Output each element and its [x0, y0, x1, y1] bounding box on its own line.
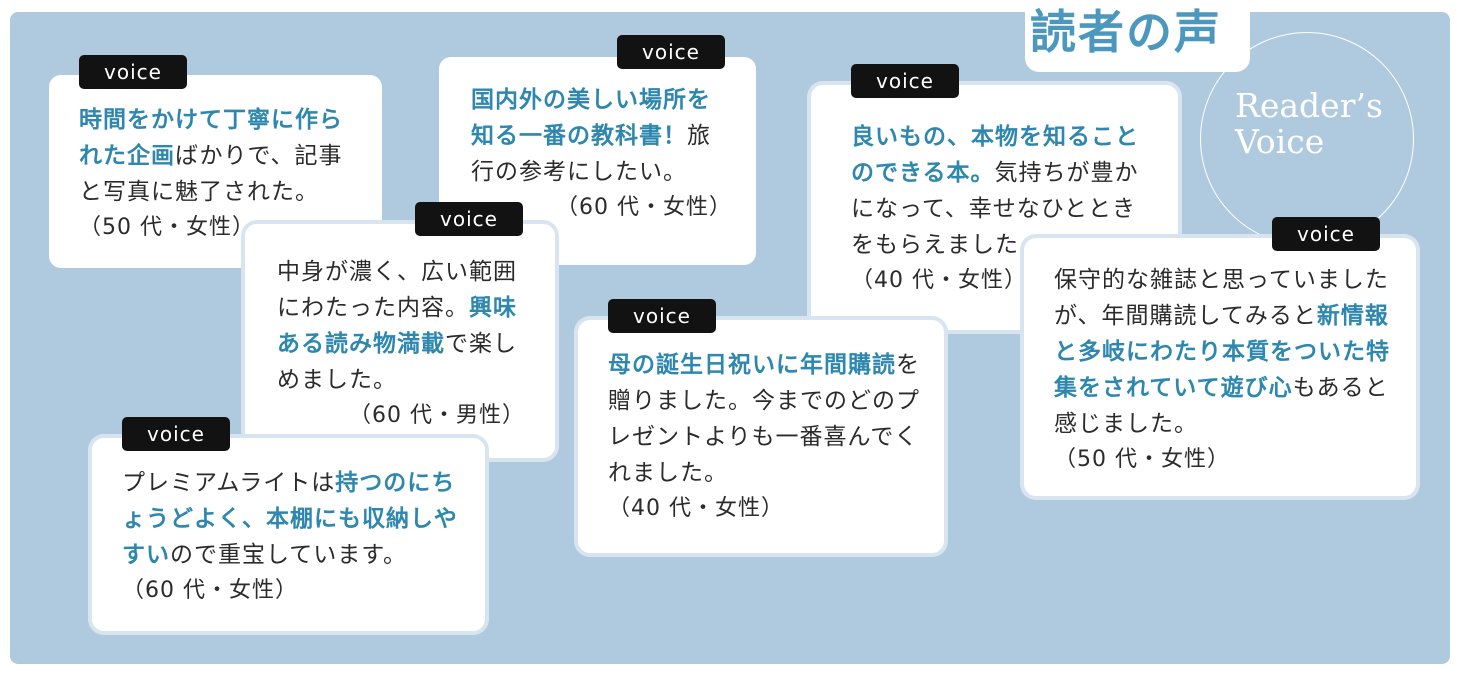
voice-highlight: 母の誕生日祝いに年間購読: [608, 352, 896, 378]
voice-badge: voice: [415, 202, 523, 236]
voice-card-text: 保守的な雑誌と思っていましたが、年間購読してみると新情報と多岐にわたり本質をつい…: [1054, 262, 1390, 478]
readers-voice-label: Reader’s Voice: [1235, 86, 1383, 161]
voice-card-text: 時間をかけて丁寧に作られた企画ばかりで、記事と写真に魅了された。（50 代・女性…: [79, 102, 362, 246]
voice-badge: voice: [1272, 217, 1380, 251]
voice-highlight: 国内外の美しい場所を知る一番の教科書！: [471, 87, 711, 149]
voice-card-text: プレミアムライトは持つのにちょうどよく、本棚にも収納しやすいので重宝しています。…: [122, 465, 461, 609]
voice-badge: voice: [617, 35, 725, 69]
voice-attribution: （50 代・女性）: [79, 215, 255, 240]
voice-card-7: プレミアムライトは持つのにちょうどよく、本棚にも収納しやすいので重宝しています。…: [92, 438, 485, 631]
voice-badge: voice: [608, 299, 716, 333]
voice-card-text: 良いもの、本物を知ることのできる本。気持ちが豊かになって、幸せなひとときをもらえ…: [851, 119, 1150, 299]
voice-card-6: 保守的な雑誌と思っていましたが、年間購読してみると新情報と多岐にわたり本質をつい…: [1024, 238, 1416, 496]
title-tab: [1025, 12, 1250, 72]
voice-badge: voice: [122, 417, 230, 451]
voice-attribution: （40 代・女性）: [608, 496, 784, 521]
voice-highlight: 時間をかけて丁寧に作られた企画: [79, 107, 343, 169]
voice-attribution: （60 代・女性）: [122, 578, 298, 603]
voice-highlight: 良いもの、本物を知ることのできる本。: [851, 124, 1139, 186]
voice-card-text: 母の誕生日祝いに年間購読を贈りました。今までのどのプレゼントよりも一番喜んでくれ…: [608, 347, 920, 527]
voice-highlight: 持つのにちょうどよく、本棚にも収納しやすい: [122, 470, 458, 568]
voice-card-3: 中身が濃く、広い範囲にわたった内容。興味ある読み物満載で楽しめました。（60 代…: [245, 224, 555, 458]
voice-attribution: （60 代・男性）: [349, 403, 525, 428]
voice-card-text: 中身が濃く、広い範囲にわたった内容。興味ある読み物満載で楽しめました。（60 代…: [277, 254, 525, 434]
voice-card-text: 国内外の美しい場所を知る一番の教科書！旅行の参考にしたい。（60 代・女性）: [471, 82, 732, 226]
voice-badge: voice: [851, 64, 959, 98]
voice-badge: voice: [79, 55, 187, 89]
voice-attribution: （60 代・女性）: [556, 195, 732, 220]
voice-attribution: （40 代・女性）: [851, 268, 1027, 293]
voice-attribution: （50 代・女性）: [1054, 447, 1230, 472]
page-title: 読者の声: [1030, 5, 1222, 59]
voice-highlight: 興味ある読み物満載: [277, 295, 517, 357]
voice-card-5: 母の誕生日祝いに年間購読を贈りました。今までのどのプレゼントよりも一番喜んでくれ…: [578, 320, 944, 553]
voice-highlight: 新情報と多岐にわたり本質をついた特集をされていて遊び心: [1054, 303, 1390, 401]
